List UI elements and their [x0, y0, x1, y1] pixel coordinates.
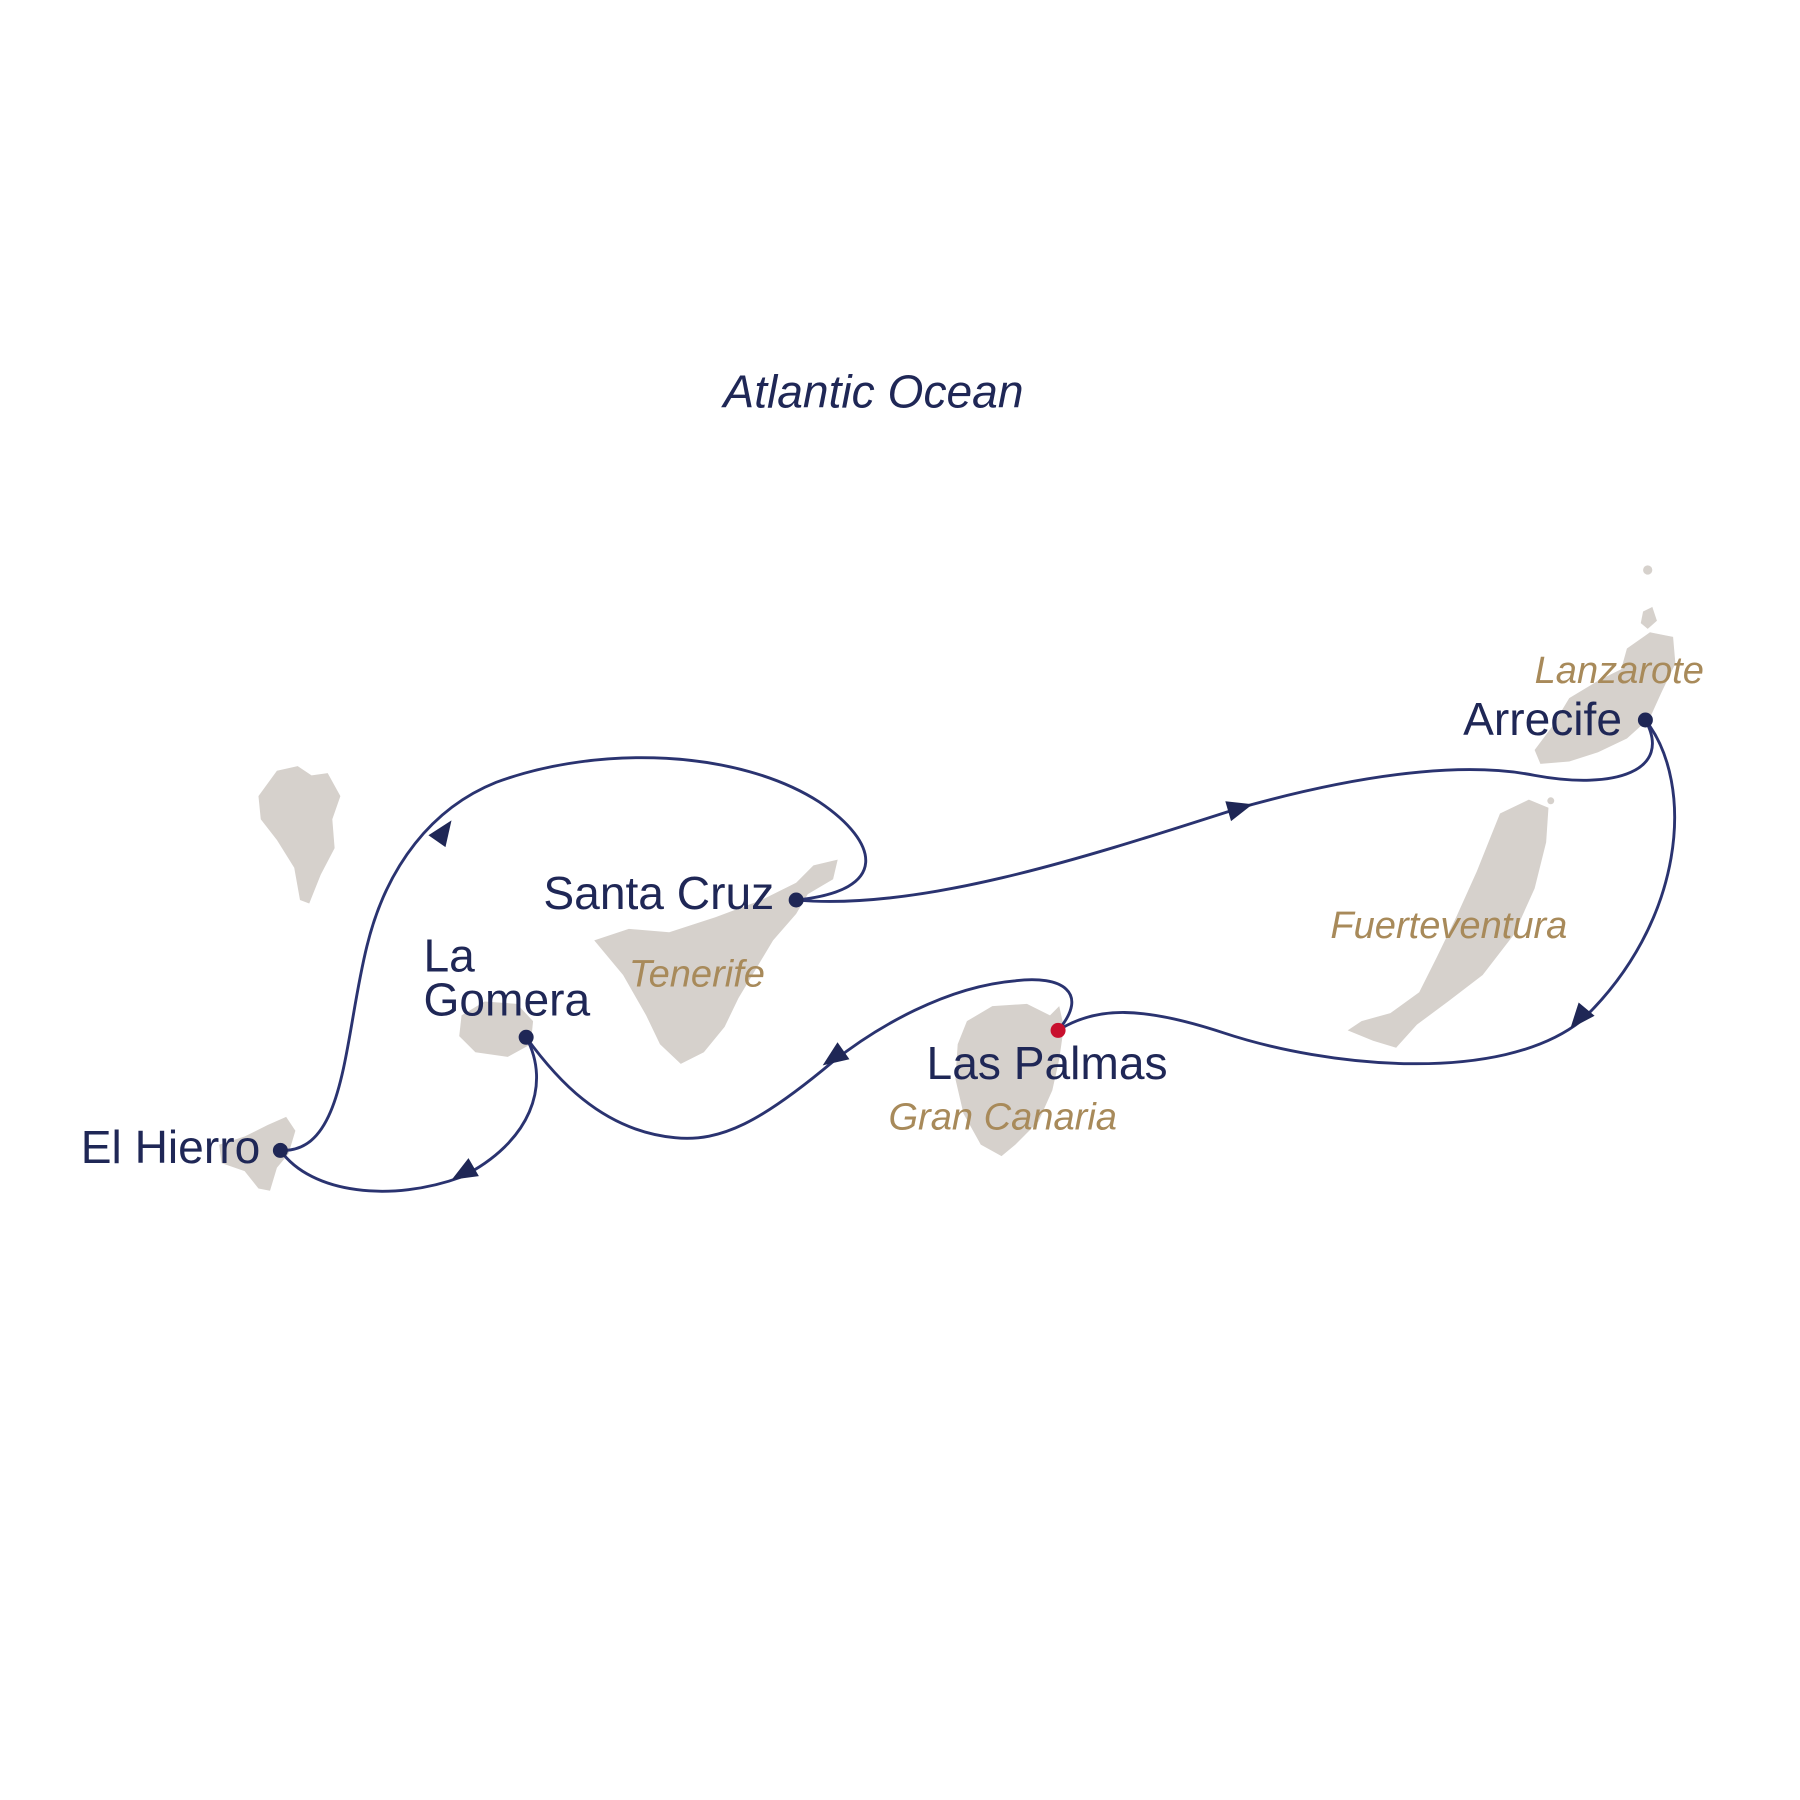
- ocean-label: Atlantic Ocean: [720, 365, 1023, 417]
- arrecife-port-dot[interactable]: [1637, 712, 1653, 728]
- cruise-routes: [279, 719, 1676, 1193]
- island-label-tenerife: Tenerife: [629, 954, 765, 996]
- fuerteventura-island: [1347, 799, 1549, 1048]
- la-gomera-port-dot[interactable]: [518, 1029, 534, 1045]
- la-gomera-island: [459, 1001, 534, 1057]
- santa-cruz-port-dot[interactable]: [788, 892, 804, 908]
- islet: [1547, 797, 1555, 805]
- port-label-arrecife: Arrecife: [1463, 693, 1622, 745]
- route-santa-cruz-to-arrecife: [796, 719, 1654, 903]
- port-label-la-gomera-line2: Gomera: [423, 973, 590, 1025]
- direction-arrow-icon: [1570, 1002, 1595, 1029]
- port-label-la-gomera-line1: La: [423, 930, 475, 982]
- las-palmas-start-port-dot[interactable]: [1050, 1022, 1066, 1038]
- port-markers: [272, 712, 1653, 1158]
- direction-arrow-icon: [822, 1042, 850, 1066]
- tenerife-island: [594, 859, 838, 1064]
- port-label-santa-cruz: Santa Cruz: [543, 867, 774, 919]
- islands: [219, 565, 1676, 1191]
- port-label-el-hierro: El Hierro: [81, 1121, 260, 1173]
- direction-arrow-icon: [451, 1158, 479, 1180]
- direction-arrow-icon: [1225, 801, 1253, 822]
- islet: [1643, 565, 1653, 575]
- port-label-las-palmas: Las Palmas: [927, 1037, 1168, 1089]
- direction-arrow-icon: [428, 820, 452, 848]
- route-la-gomera-to-el-hierro: [279, 1036, 538, 1193]
- route-arrecife-to-las-palmas: [1057, 719, 1676, 1066]
- route-el-hierro-to-santa-cruz: [280, 756, 868, 1152]
- gran-canaria-island: [955, 1003, 1064, 1157]
- la-graciosa-islet: [1640, 606, 1657, 629]
- island-label-lanzarote: Lanzarote: [1535, 650, 1704, 692]
- la-palma-island: [258, 766, 341, 904]
- lanzarote-island: [1534, 632, 1676, 764]
- el-hierro-island: [219, 1116, 296, 1191]
- el-hierro-port-dot[interactable]: [272, 1142, 288, 1158]
- island-label-gran-canaria: Gran Canaria: [888, 1097, 1117, 1139]
- island-label-fuerteventura: Fuerteventura: [1330, 905, 1567, 947]
